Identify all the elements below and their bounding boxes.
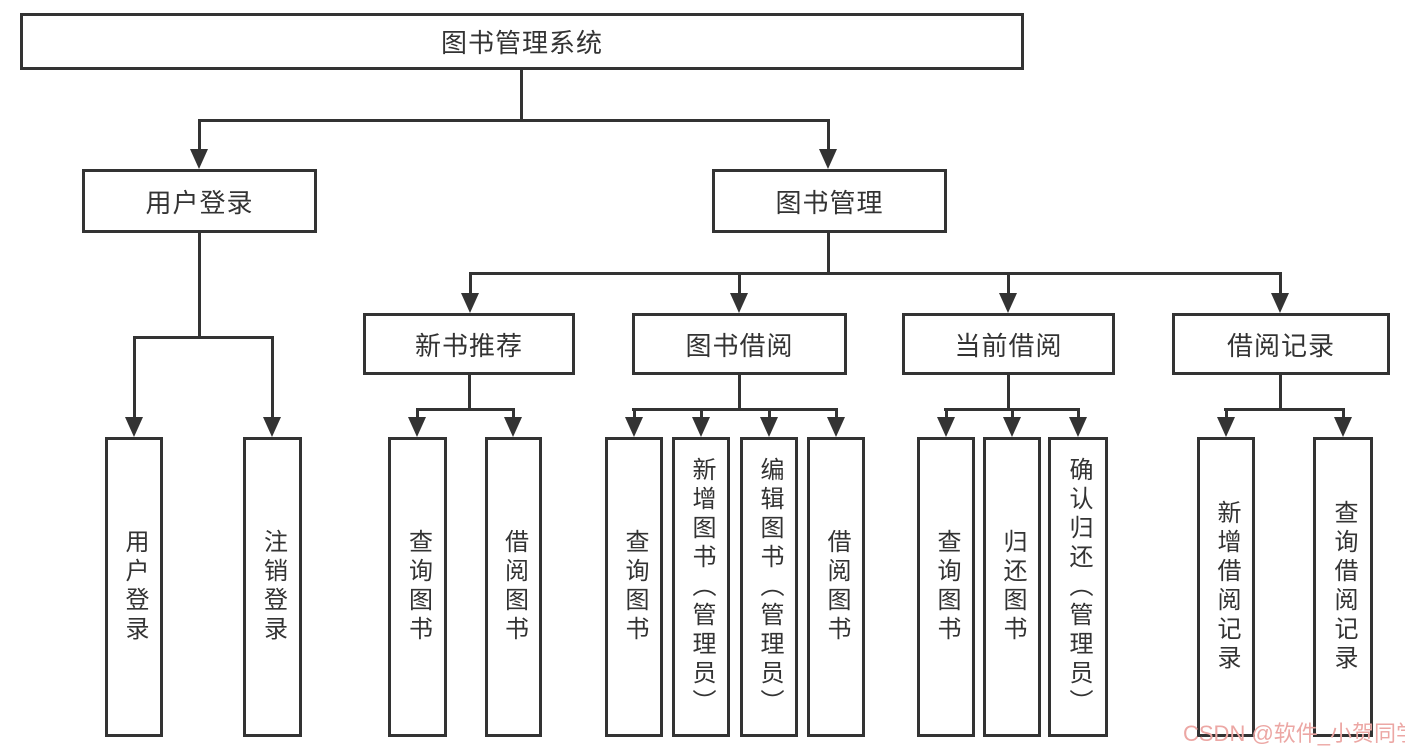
arrow-down-icon: [937, 417, 955, 437]
leaf-current-query-label: 查询图书: [933, 529, 960, 645]
node-borrow-record: 借阅记录: [1172, 313, 1390, 375]
arrow-down-icon: [1069, 417, 1087, 437]
arrow-down-icon: [1217, 417, 1235, 437]
leaf-record-add-label: 新增借阅记录: [1213, 500, 1240, 674]
arrow-down-icon: [1271, 293, 1289, 313]
leaf-current-return-label: 归还图书: [999, 529, 1026, 645]
connector-userlogin-stem: [198, 233, 201, 339]
leaf-logout-label: 注销登录: [259, 529, 287, 645]
connector-bookborrow-bus: [632, 408, 837, 411]
arrow-down-icon: [461, 293, 479, 313]
arrow-down-icon: [125, 417, 143, 437]
arrow-down-icon: [504, 417, 522, 437]
node-book-borrow: 图书借阅: [632, 313, 847, 375]
node-current-borrow: 当前借阅: [902, 313, 1115, 375]
arrow-down-icon: [999, 293, 1017, 313]
connector-drop: [1342, 408, 1345, 420]
node-book-borrow-label: 图书借阅: [685, 330, 794, 361]
connector-root-bus: [198, 119, 830, 122]
leaf-borrow-add-admin: 新增图书（管理员）: [672, 437, 730, 737]
leaf-record-add: 新增借阅记录: [1197, 437, 1255, 737]
arrow-down-icon: [819, 149, 837, 169]
leaf-current-confirm-admin: 确认归还（管理员）: [1048, 437, 1108, 737]
leaf-newbook-query-label: 查询图书: [404, 529, 432, 645]
leaf-borrow-borrow: 借阅图书: [807, 437, 865, 737]
connector-drop: [1077, 408, 1080, 420]
connector-newbook-bus: [416, 408, 515, 411]
leaf-newbook-borrow-label: 借阅图书: [500, 529, 528, 645]
arrow-down-icon: [190, 149, 208, 169]
leaf-borrow-query-label: 查询图书: [621, 529, 648, 645]
connector-drop: [416, 408, 419, 420]
node-root-label: 图书管理系统: [440, 28, 603, 58]
connector-drop: [1007, 272, 1010, 296]
node-new-book-recommend: 新书推荐: [363, 313, 575, 375]
connector-borrowrecord-bus: [1224, 408, 1345, 411]
node-root: 图书管理系统: [20, 13, 1024, 70]
leaf-logout: 注销登录: [243, 437, 302, 737]
connector-drop: [469, 272, 472, 296]
connector-drop: [512, 408, 515, 420]
connector-drop: [1011, 408, 1014, 420]
connector-drop: [945, 408, 948, 420]
watermark-text: CSDN @软件_小贺同学: [1183, 721, 1405, 746]
connector-drop: [633, 408, 636, 420]
connector-drop: [768, 408, 771, 420]
connector-drop: [700, 408, 703, 420]
arrow-down-icon: [692, 417, 710, 437]
leaf-borrow-edit-admin-label: 编辑图书（管理员）: [756, 456, 783, 718]
connector-borrowrecord-stem: [1279, 375, 1282, 411]
connector-bookborrow-stem: [738, 375, 741, 411]
leaf-current-confirm-admin-label: 确认归还（管理员）: [1065, 456, 1092, 718]
leaf-record-query-label: 查询借阅记录: [1330, 500, 1357, 674]
connector-userlogin-bus: [133, 336, 274, 339]
leaf-current-query: 查询图书: [917, 437, 975, 737]
leaf-borrow-borrow-label: 借阅图书: [823, 529, 850, 645]
arrow-down-icon: [730, 293, 748, 313]
connector-drop: [835, 408, 838, 420]
connector-bookmgmt-bus: [469, 272, 1282, 275]
leaf-current-return: 归还图书: [983, 437, 1041, 737]
node-new-book-recommend-label: 新书推荐: [414, 330, 523, 361]
arrow-down-icon: [263, 417, 281, 437]
connector-newbook-stem: [468, 375, 471, 411]
node-current-borrow-label: 当前借阅: [954, 330, 1063, 361]
leaf-user-login: 用户登录: [105, 437, 163, 737]
arrow-down-icon: [827, 417, 845, 437]
connector-bookmgmt-stem: [827, 233, 830, 275]
leaf-borrow-query: 查询图书: [605, 437, 663, 737]
arrow-down-icon: [1334, 417, 1352, 437]
leaf-borrow-edit-admin: 编辑图书（管理员）: [740, 437, 798, 737]
arrow-down-icon: [760, 417, 778, 437]
node-user-login-label: 用户登录: [145, 187, 254, 218]
connector-drop: [738, 272, 741, 296]
node-borrow-record-label: 借阅记录: [1226, 330, 1335, 361]
leaf-newbook-query: 查询图书: [388, 437, 447, 737]
connector-drop: [271, 336, 274, 420]
connector-currentborrow-stem: [1007, 375, 1010, 411]
connector-root-stem: [520, 69, 523, 122]
node-book-management: 图书管理: [712, 169, 947, 233]
leaf-record-query: 查询借阅记录: [1313, 437, 1373, 737]
connector-drop: [198, 119, 201, 153]
leaf-borrow-add-admin-label: 新增图书（管理员）: [688, 456, 715, 718]
node-user-login: 用户登录: [82, 169, 317, 233]
connector-drop: [1279, 272, 1282, 296]
connector-drop: [1225, 408, 1228, 420]
arrow-down-icon: [408, 417, 426, 437]
connector-drop: [133, 336, 136, 420]
arrow-down-icon: [1003, 417, 1021, 437]
leaf-newbook-borrow: 借阅图书: [485, 437, 542, 737]
node-book-management-label: 图书管理: [775, 187, 884, 218]
connector-drop: [827, 119, 830, 153]
leaf-user-login-label: 用户登录: [121, 529, 148, 645]
arrow-down-icon: [625, 417, 643, 437]
